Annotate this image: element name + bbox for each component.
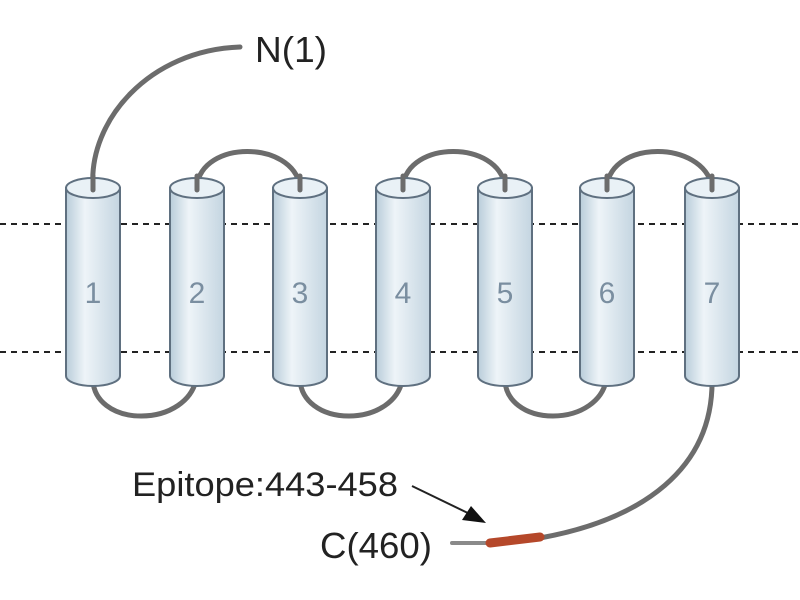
intracellular-loop-3 <box>502 371 610 419</box>
helix-number-label: 7 <box>704 277 721 310</box>
epitope-segment <box>485 532 545 548</box>
helix-1: 1 <box>65 177 121 387</box>
extracellular-loop-1 <box>194 149 303 189</box>
helix-3: 3 <box>272 177 328 387</box>
helix-number-label: 4 <box>395 277 412 310</box>
helix-number-label: 6 <box>599 277 616 310</box>
helix-number-label: 1 <box>85 277 102 310</box>
helix-7: 7 <box>684 177 740 387</box>
epitope-arrowhead <box>462 506 486 523</box>
intracellular-loop-2 <box>297 371 406 419</box>
extracellular-loop-2 <box>400 149 508 189</box>
helix-body <box>65 187 121 387</box>
helix-5: 5 <box>477 177 533 387</box>
helix-number-label: 5 <box>497 277 514 310</box>
intracellular-loop-1 <box>90 371 200 419</box>
helix-body <box>579 187 635 387</box>
helix-group: 1 2 3 4 5 6 7 <box>65 173 740 387</box>
helix-6: 6 <box>579 177 635 387</box>
n-terminus-label: N(1) <box>255 29 327 70</box>
epitope-arrow-line <box>411 485 475 517</box>
helix-body <box>169 187 225 387</box>
extracellular-loop-3 <box>604 149 715 189</box>
helix-body <box>477 187 533 387</box>
helix-body <box>272 187 328 387</box>
helix-body <box>684 187 740 387</box>
epitope-label: Epitope:443-458 <box>132 466 398 504</box>
c-terminus-label: C(460) <box>320 525 432 566</box>
c-terminal-tail <box>537 373 715 541</box>
helix-2: 2 <box>169 177 225 387</box>
helix-4: 4 <box>375 177 431 387</box>
helix-body <box>375 187 431 387</box>
helix-number-label: 3 <box>292 277 309 310</box>
helix-number-label: 2 <box>189 277 206 310</box>
n-terminal-tail <box>90 44 243 191</box>
